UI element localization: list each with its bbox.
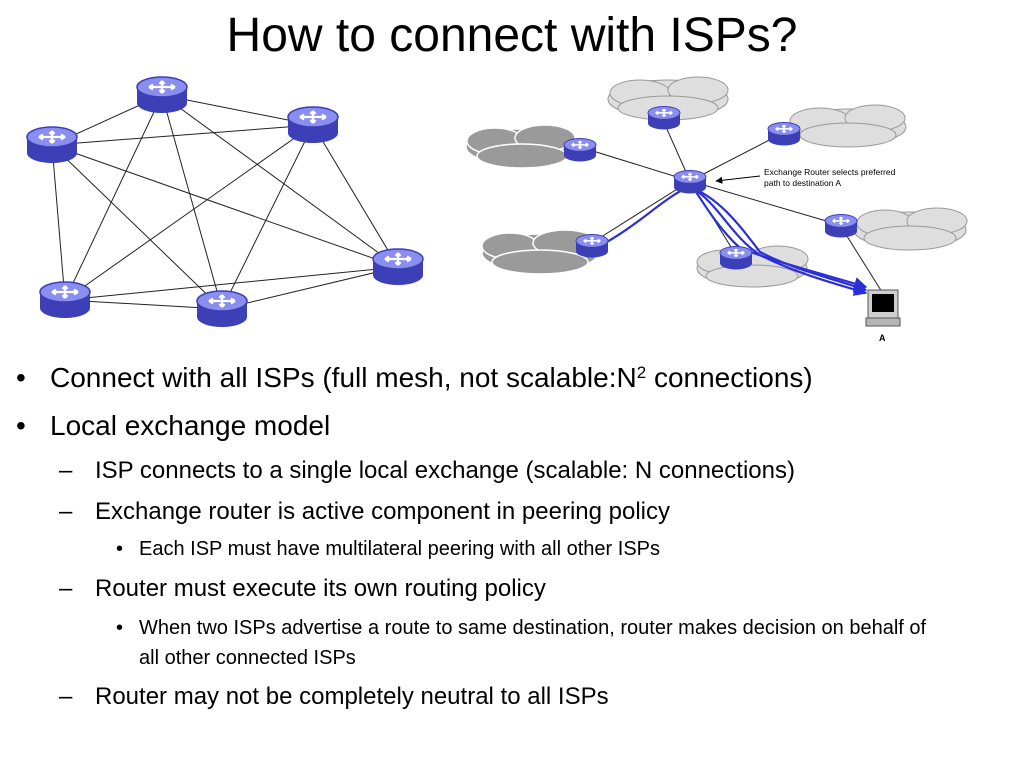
bullet-marker: • [16, 410, 26, 441]
router-icon [824, 213, 858, 239]
sub-bullet-text: Router must execute its own routing poli… [95, 575, 546, 602]
router-icon [575, 233, 609, 259]
sub-sub-bullet-text: When two ISPs advertise a route to same … [139, 617, 927, 669]
network-diagram: Exchange Router selects preferred path t… [25, 75, 968, 343]
sub-bullet-text: Exchange router is active component in p… [95, 498, 670, 525]
slide-title: How to connect with ISPs? [226, 9, 798, 62]
router-icon [719, 245, 753, 271]
router-icon [195, 289, 249, 329]
full-mesh-links [51, 94, 399, 310]
dash-marker: – [59, 683, 73, 710]
router-icon [647, 105, 681, 131]
sub-bullet-text: ISP connects to a single local exchange … [95, 457, 795, 484]
bullet-local-exchange: • Local exchange model [16, 409, 331, 443]
sub-bullet-active-component: – Exchange router is active component in… [59, 497, 670, 526]
router-icon [286, 105, 340, 145]
sub-sub-bullet-multilateral: • Each ISP must have multilateral peerin… [116, 534, 939, 564]
computer-icon [865, 289, 901, 327]
destination-label: A [879, 333, 886, 343]
sub-sub-bullet-advertise: • When two ISPs advertise a route to sam… [116, 613, 939, 673]
router-icon [673, 169, 707, 195]
bullet-full-mesh-tail: connections) [646, 362, 813, 393]
bullet-local-exchange-text: Local exchange model [50, 410, 331, 441]
dash-marker: – [59, 498, 73, 525]
router-icon [38, 280, 92, 320]
cloud-shape [789, 104, 907, 148]
sub-bullet-own-policy: – Router must execute its own routing po… [59, 574, 546, 603]
router-icon [767, 121, 801, 147]
cloud-shape [853, 207, 968, 251]
router-icon [25, 125, 79, 165]
sub-sub-bullet-text: Each ISP must have multilateral peering … [139, 538, 660, 560]
annotation-line-2: path to destination A [764, 178, 841, 188]
sub-bullet-single-exchange: – ISP connects to a single local exchang… [59, 456, 795, 485]
dash-marker: – [59, 575, 73, 602]
bullet-marker: • [116, 617, 124, 639]
router-icon [563, 137, 597, 163]
annotation-line-1: Exchange Router selects preferred [764, 167, 896, 177]
router-icon [371, 247, 425, 287]
sub-bullet-text: Router may not be completely neutral to … [95, 683, 609, 710]
bullet-marker: • [116, 538, 124, 560]
bullet-full-mesh: • Connect with all ISPs (full mesh, not … [16, 361, 813, 395]
bullet-full-mesh-text: Connect with all ISPs (full mesh, not sc… [50, 362, 637, 393]
dash-marker: – [59, 457, 73, 484]
exponent: 2 [636, 363, 647, 382]
router-icon [135, 75, 189, 115]
cloud-shape [465, 124, 576, 169]
bullet-marker: • [16, 362, 26, 393]
sub-bullet-not-neutral: – Router may not be completely neutral t… [59, 682, 609, 711]
